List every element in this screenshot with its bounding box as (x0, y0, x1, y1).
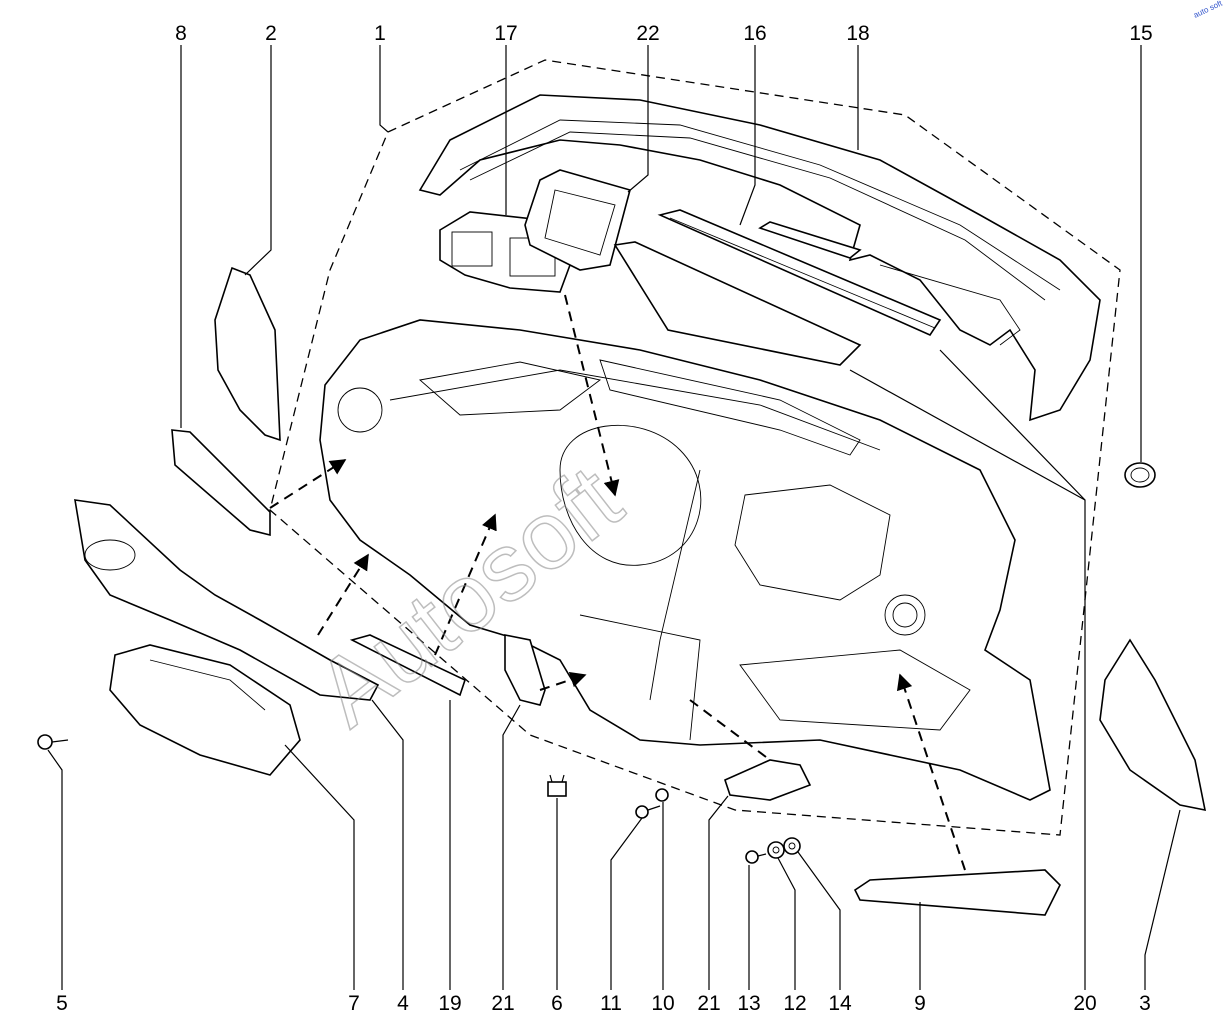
callout-18: 18 (846, 22, 869, 45)
callout-19: 19 (438, 992, 461, 1015)
callout-20: 20 (1073, 992, 1096, 1015)
part-14-washer (783, 837, 801, 855)
callout-12: 12 (783, 992, 806, 1015)
corner-logo: auto soft (1192, 0, 1224, 20)
callout-21-right: 21 (697, 992, 720, 1015)
callout-7: 7 (348, 992, 360, 1015)
leader-lines (47, 45, 1181, 990)
part-3-right-end-cap (1099, 638, 1207, 812)
callout-16: 16 (743, 22, 766, 45)
part-1-dashboard-body (319, 319, 1051, 801)
callout-6: 6 (551, 992, 563, 1015)
part-21-trim-right (724, 759, 812, 801)
part-5-screw (37, 734, 69, 750)
part-10-washer (655, 788, 669, 802)
callout-8: 8 (175, 22, 187, 45)
part-8-left-lower-trim (171, 429, 271, 537)
part-12-washer (767, 841, 785, 859)
assembly-arrow (539, 671, 587, 691)
callout-10: 10 (651, 992, 674, 1015)
callout-2: 2 (265, 22, 277, 45)
callout-21-left: 21 (491, 992, 514, 1015)
callout-17: 17 (494, 22, 517, 45)
callout-11: 11 (600, 992, 622, 1015)
callout-1: 1 (374, 22, 386, 45)
callout-22: 22 (636, 22, 659, 45)
part-9-right-lower-trim (853, 869, 1061, 916)
assembly-arrow (896, 673, 966, 871)
part-4-strip (349, 634, 466, 697)
steering-shroud (109, 644, 301, 776)
callout-14: 14 (828, 992, 852, 1015)
part-18-upper-panel (418, 94, 1101, 422)
assembly-boundary (269, 59, 1121, 836)
defroster-grille (613, 241, 862, 366)
part-16-trim-strip (657, 209, 942, 337)
callout-3: 3 (1139, 992, 1151, 1015)
assembly-arrow (269, 459, 347, 509)
callout-13: 13 (737, 992, 760, 1015)
part-6-clip (547, 774, 567, 797)
assembly-arrow (434, 513, 497, 656)
part-11-screw (635, 805, 661, 819)
part-7-left-lower-panel (74, 499, 380, 701)
callout-15: 15 (1129, 22, 1152, 45)
part-21-bracket-left (504, 634, 546, 706)
part-13-screw (745, 850, 767, 864)
assembly-arrow (564, 294, 620, 497)
callout-9: 9 (914, 992, 926, 1015)
part-2-left-end-cap (214, 266, 281, 442)
part-22-vent-frame (524, 169, 631, 271)
part-15-plug (1124, 462, 1156, 488)
callout-5: 5 (56, 992, 68, 1015)
callout-4: 4 (397, 992, 409, 1015)
